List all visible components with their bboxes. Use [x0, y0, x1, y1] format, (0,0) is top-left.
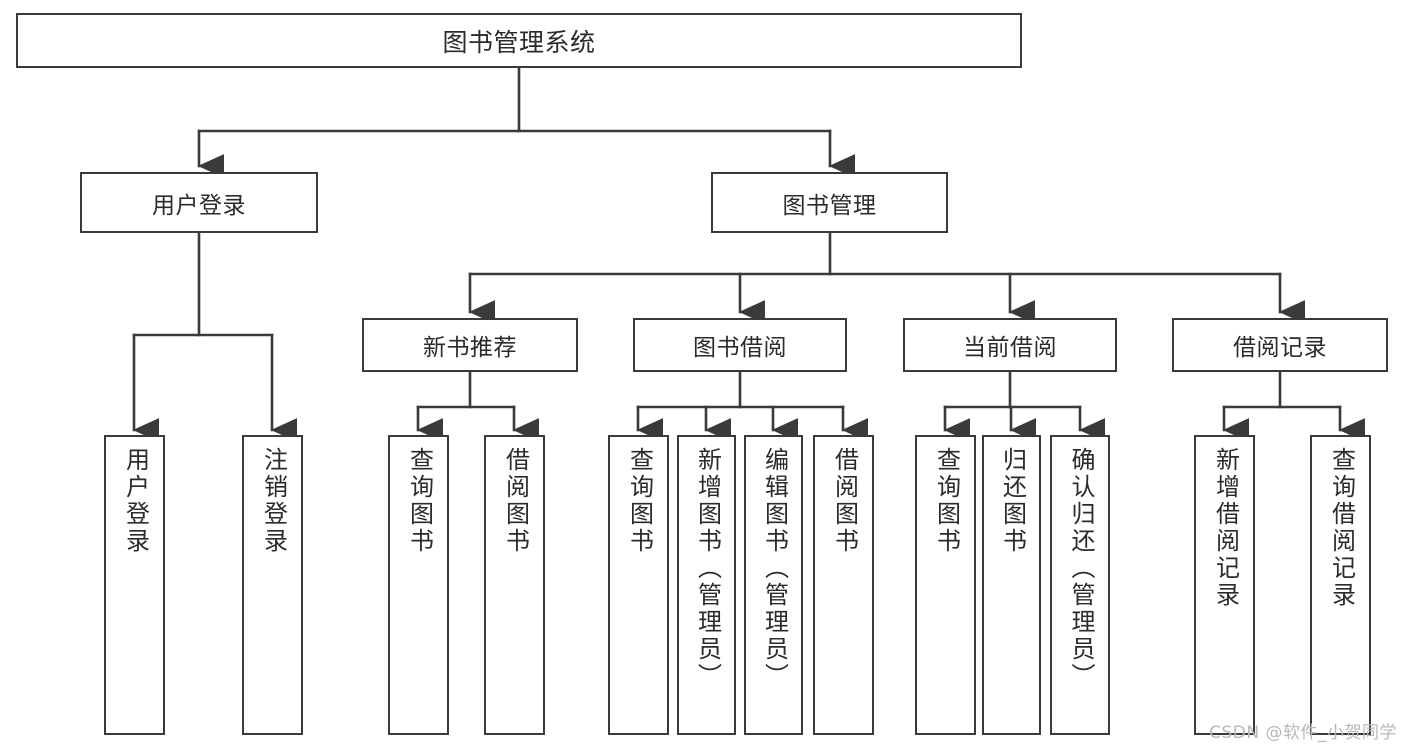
- leaf-borrow-borrow-book[interactable]: 借阅图书: [813, 435, 874, 735]
- watermark-text: CSDN @软件_小贺同学: [1209, 723, 1397, 743]
- node-label: 新增借阅记录: [1211, 447, 1240, 609]
- node-label: 借阅图书: [501, 447, 530, 555]
- leaf-borrow-query-book[interactable]: 查询图书: [608, 435, 669, 735]
- node-book-management[interactable]: 图书管理: [711, 172, 948, 233]
- leaf-recommend-query-book[interactable]: 查询图书: [388, 435, 449, 735]
- node-label: 新书推荐: [423, 335, 517, 361]
- leaf-user-login-login[interactable]: 用户登录: [104, 435, 165, 735]
- node-label: 借阅记录: [1233, 335, 1327, 361]
- node-label: 借阅图书: [830, 447, 859, 555]
- node-label: 用户登录: [152, 192, 246, 219]
- node-label: 确认归还（管理员）: [1066, 447, 1095, 690]
- node-book-borrow[interactable]: 图书借阅: [633, 318, 847, 372]
- leaf-recommend-borrow-book[interactable]: 借阅图书: [484, 435, 545, 735]
- node-user-login[interactable]: 用户登录: [80, 172, 318, 233]
- node-label: 查询图书: [405, 447, 434, 555]
- leaf-record-add-record[interactable]: 新增借阅记录: [1194, 435, 1255, 735]
- leaf-current-return-book[interactable]: 归还图书: [982, 435, 1041, 735]
- node-label: 图书管理: [782, 192, 877, 219]
- node-label: 用户登录: [121, 447, 150, 555]
- leaf-borrow-edit-book-admin[interactable]: 编辑图书（管理员）: [744, 435, 803, 735]
- leaf-borrow-add-book-admin[interactable]: 新增图书（管理员）: [677, 435, 736, 735]
- node-label: 查询借阅记录: [1327, 447, 1356, 609]
- node-label: 归还图书: [998, 447, 1027, 555]
- node-label: 图书借阅: [693, 335, 787, 361]
- node-root-system[interactable]: 图书管理系统: [16, 13, 1022, 68]
- leaf-record-query-record[interactable]: 查询借阅记录: [1310, 435, 1371, 735]
- leaf-user-login-logout[interactable]: 注销登录: [242, 435, 303, 735]
- leaf-current-confirm-return-admin[interactable]: 确认归还（管理员）: [1050, 435, 1110, 735]
- node-current-borrow[interactable]: 当前借阅: [903, 318, 1117, 372]
- node-label: 编辑图书（管理员）: [760, 447, 789, 690]
- node-label: 查询图书: [625, 447, 654, 555]
- node-label: 注销登录: [259, 447, 288, 555]
- node-label: 图书管理系统: [442, 27, 596, 57]
- node-borrow-record[interactable]: 借阅记录: [1172, 318, 1388, 372]
- node-label: 新增图书（管理员）: [693, 447, 722, 690]
- node-label: 当前借阅: [963, 335, 1057, 361]
- node-label: 查询图书: [932, 447, 961, 555]
- leaf-current-query-book[interactable]: 查询图书: [915, 435, 976, 735]
- node-new-book-recommend[interactable]: 新书推荐: [362, 318, 578, 372]
